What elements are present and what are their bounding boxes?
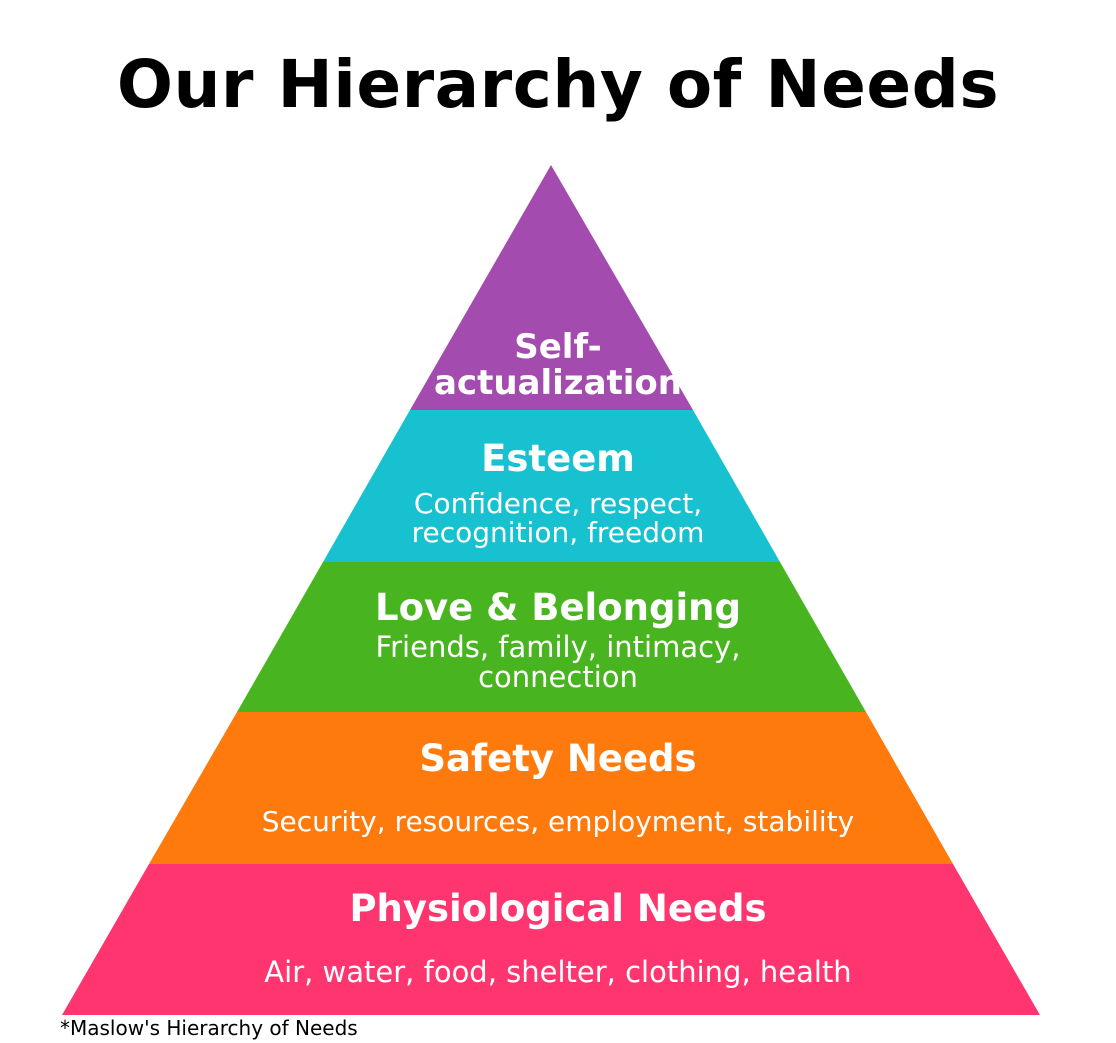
- page-title: Our Hierarchy of Needs: [116, 46, 1000, 123]
- tier-safety-detail: Security, resources, employment, stabili…: [261, 804, 855, 838]
- tier-self-actualization-heading-line-2: actualization: [433, 362, 682, 403]
- tier-self-actualization-text: Self- actualization: [0, 327, 1116, 403]
- tier-physiological: [62, 864, 1040, 1015]
- tier-love-belonging-detail-line-2: connection: [478, 660, 638, 695]
- tier-physiological-heading: Physiological Needs: [349, 887, 767, 930]
- tier-physiological-text: Physiological Needs Air, water, food, sh…: [0, 887, 1116, 989]
- tier-esteem-heading: Esteem: [481, 437, 635, 480]
- tier-love-belonging-text: Love & Belonging Friends, family, intima…: [0, 586, 1116, 695]
- footnote: *Maslow's Hierarchy of Needs: [60, 1016, 358, 1040]
- tier-esteem-detail-line-2: recognition, freedom: [411, 516, 705, 550]
- tier-esteem-detail-line-1: Confidence, respect,: [413, 486, 703, 520]
- tier-esteem: [323, 410, 780, 562]
- tier-self-actualization-heading-line-1: Self-: [514, 327, 602, 367]
- tier-physiological-detail: Air, water, food, shelter, clothing, hea…: [264, 954, 852, 989]
- tier-safety: [149, 712, 953, 864]
- tier-love-belonging-detail-line-1: Friends, family, intimacy,: [375, 629, 741, 664]
- tier-esteem-text: Esteem Confidence, respect, recognition,…: [0, 437, 1116, 550]
- tier-love-belonging-heading: Love & Belonging: [375, 586, 741, 629]
- tier-safety-text: Safety Needs Security, resources, employ…: [0, 737, 1116, 838]
- tier-love-belonging: [237, 562, 866, 712]
- tier-self-actualization: [410, 165, 693, 410]
- tier-safety-heading: Safety Needs: [419, 737, 697, 780]
